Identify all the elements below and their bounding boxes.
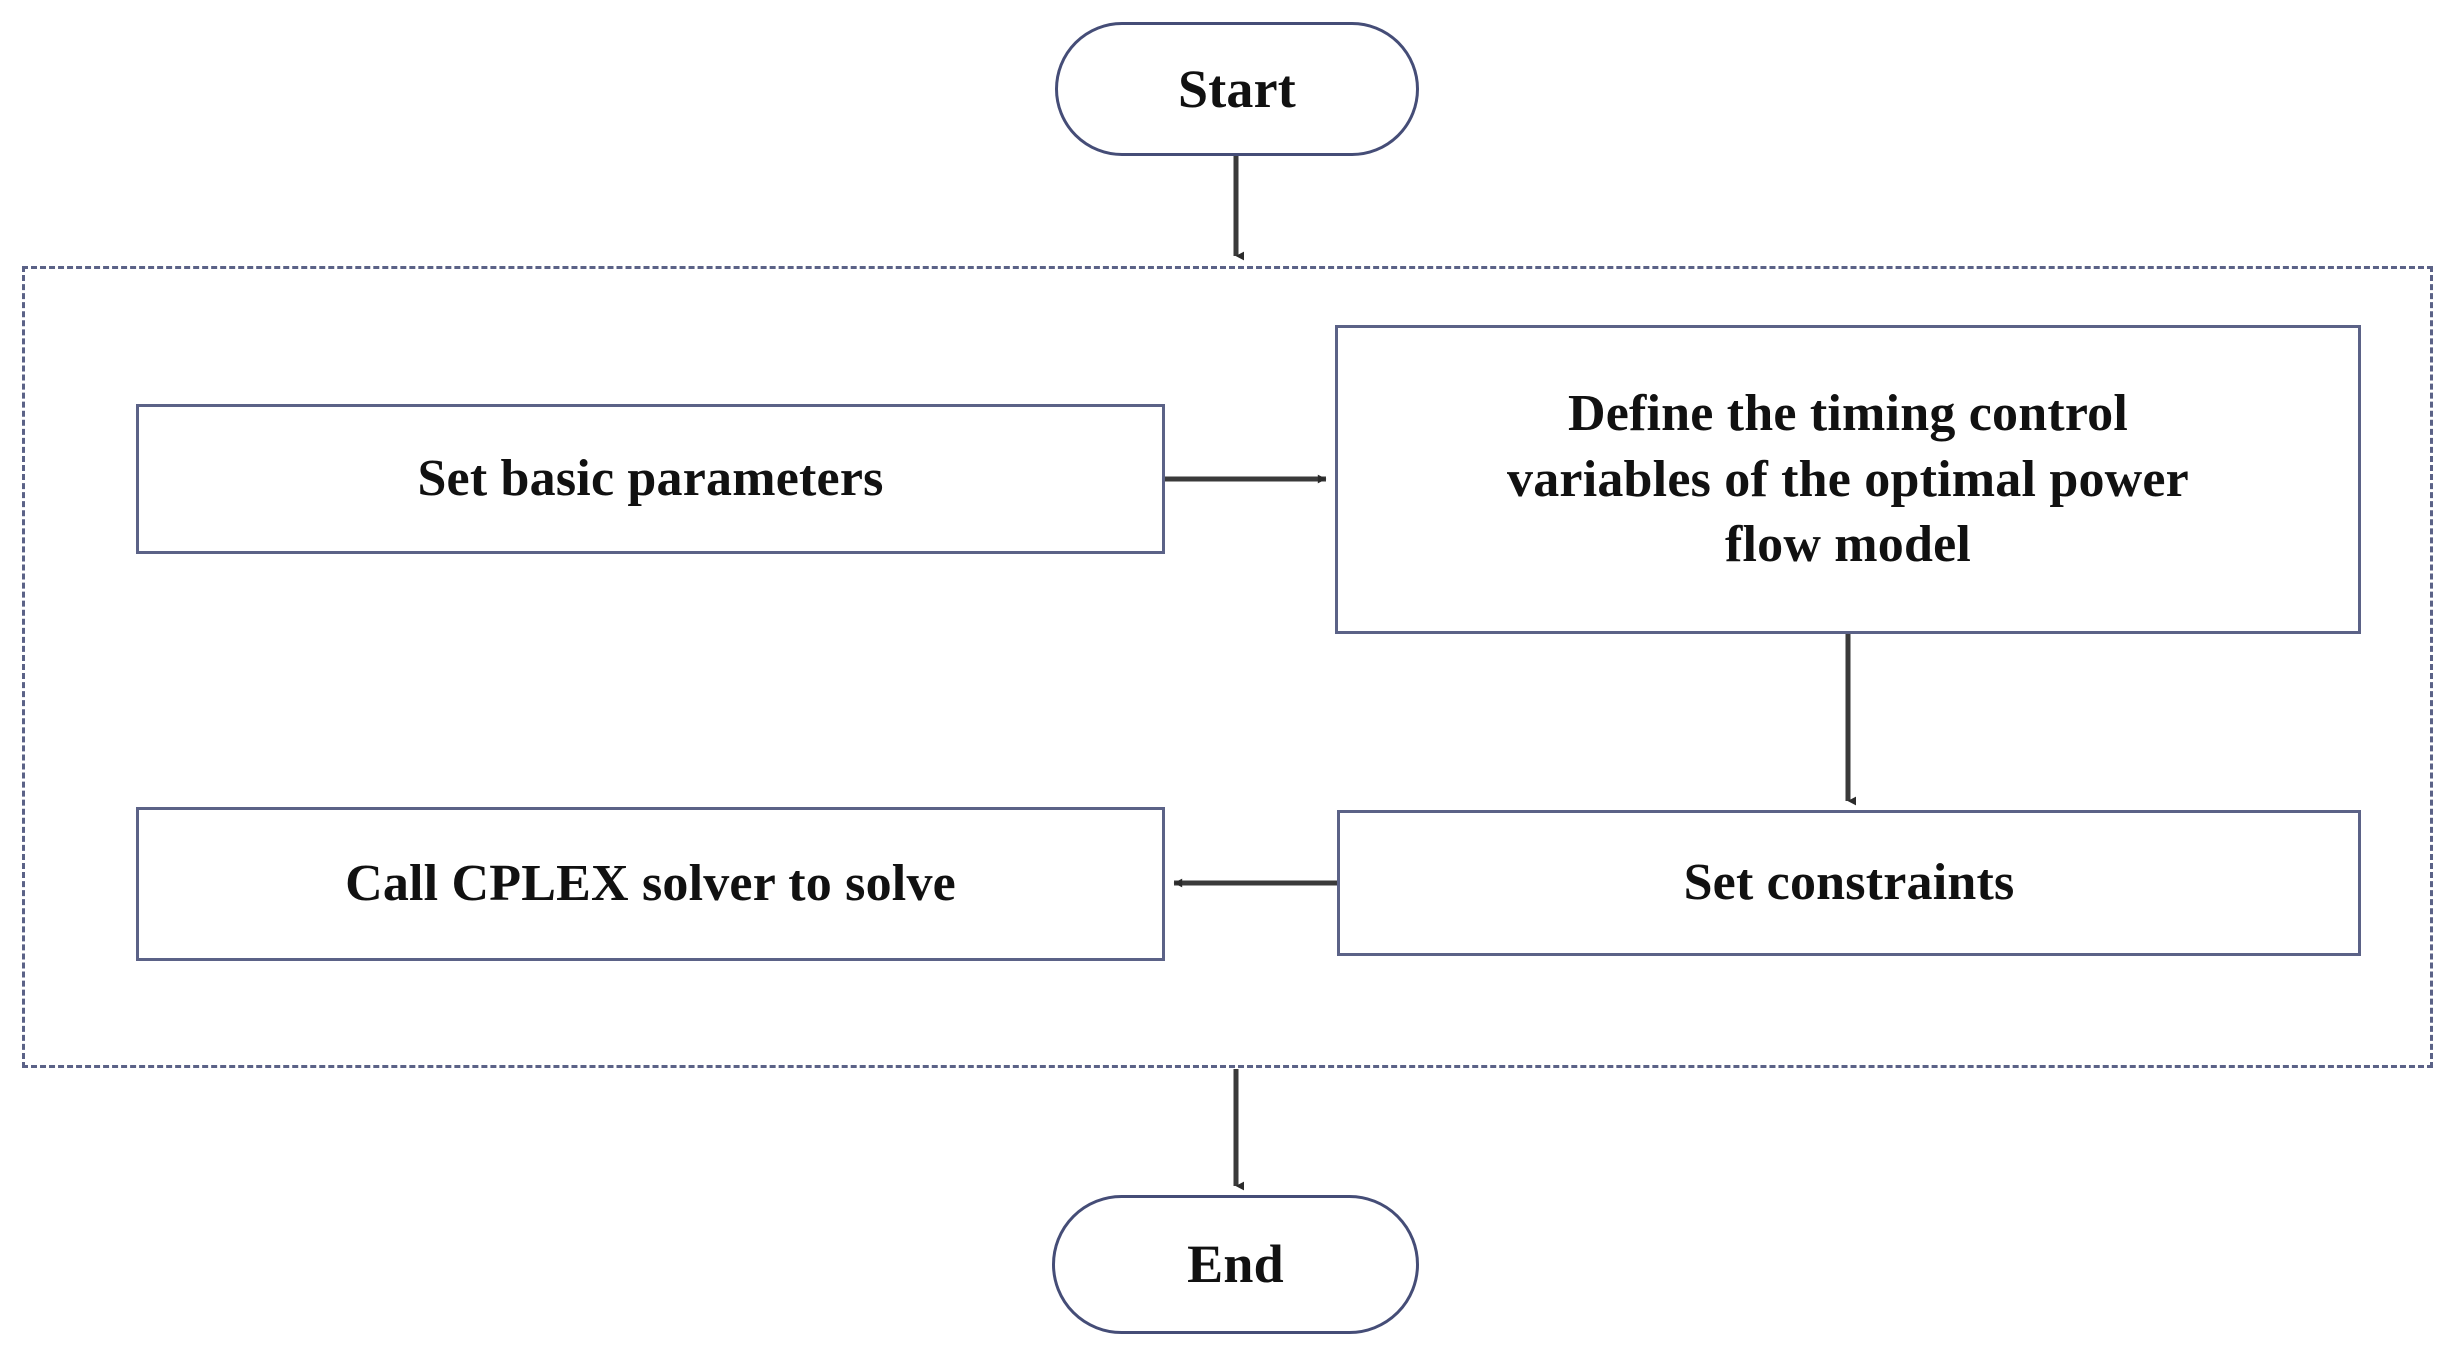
node-define-timing-control-variables[interactable]: Define the timing control variables of t… bbox=[1335, 325, 2361, 634]
node-define-timing-control-variables-label: Define the timing control variables of t… bbox=[1507, 385, 2189, 574]
node-set-constraints[interactable]: Set constraints bbox=[1337, 810, 2361, 956]
node-start-label: Start bbox=[1178, 58, 1296, 119]
node-end-label: End bbox=[1187, 1234, 1284, 1295]
node-set-basic-parameters-label: Set basic parameters bbox=[417, 450, 884, 508]
solution-procedure-group bbox=[22, 266, 2433, 1068]
node-set-constraints-label: Set constraints bbox=[1683, 854, 2015, 912]
node-end[interactable]: End bbox=[1052, 1195, 1419, 1334]
node-set-basic-parameters[interactable]: Set basic parameters bbox=[136, 404, 1165, 554]
node-call-cplex-solver-label: Call CPLEX solver to solve bbox=[345, 855, 956, 913]
node-start[interactable]: Start bbox=[1055, 22, 1419, 156]
node-call-cplex-solver[interactable]: Call CPLEX solver to solve bbox=[136, 807, 1165, 961]
